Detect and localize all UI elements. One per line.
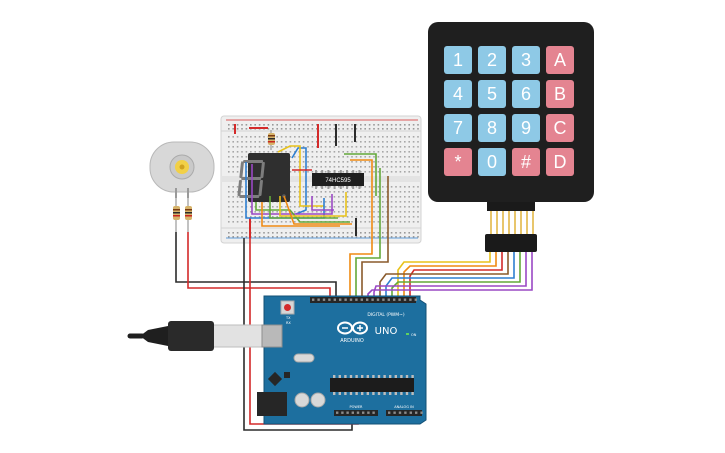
keypad-key-3[interactable]: 3 <box>512 46 540 74</box>
keypad-key-label: 1 <box>453 50 463 70</box>
keypad-key-1[interactable]: 1 <box>444 46 472 74</box>
keypad-key-5[interactable]: 5 <box>478 80 506 108</box>
keypad-key-label: 2 <box>487 50 497 70</box>
tx-label: TX <box>285 316 291 320</box>
keypad-key-label: C <box>554 118 567 138</box>
keypad-ribbon <box>490 211 534 234</box>
arduino-logo <box>337 321 368 335</box>
keypad-key-label: # <box>521 152 531 172</box>
keypad-key-A[interactable]: A <box>546 46 574 74</box>
motor-resistors[interactable] <box>173 198 192 232</box>
keypad-key-star[interactable]: * <box>444 148 472 176</box>
keypad-4x4[interactable]: 1 2 3 A 4 5 6 B 7 8 9 C * 0 # D <box>428 22 594 252</box>
keypad-key-D[interactable]: D <box>546 148 574 176</box>
keypad-key-4[interactable]: 4 <box>444 80 472 108</box>
keypad-key-hash[interactable]: # <box>512 148 540 176</box>
power-jack[interactable] <box>257 392 287 416</box>
keypad-key-8[interactable]: 8 <box>478 114 506 142</box>
keypad-key-6[interactable]: 6 <box>512 80 540 108</box>
rail-jumpers <box>234 124 357 238</box>
arduino-uno[interactable]: DIGITAL (PWM~) ARDUINO UNO ON TX RX <box>257 295 427 425</box>
analog-header <box>386 410 422 416</box>
resistor-top[interactable] <box>268 130 275 150</box>
atmega-chip <box>330 378 414 392</box>
power-label: POWER <box>350 405 364 409</box>
arduino-model: UNO <box>375 326 398 337</box>
display-digit: 8 <box>237 160 265 198</box>
keypad-key-label: 6 <box>521 84 531 104</box>
keypad-key-label: 4 <box>453 84 463 104</box>
power-header <box>334 410 378 416</box>
keypad-key-B[interactable]: B <box>546 80 574 108</box>
on-led-label: ON <box>411 333 417 337</box>
keypad-key-2[interactable]: 2 <box>478 46 506 74</box>
keypad-key-label: A <box>554 50 566 70</box>
keypad-key-label: 5 <box>487 84 497 104</box>
keypad-key-0[interactable]: 0 <box>478 148 506 176</box>
digital-label: DIGITAL (PWM~) <box>367 312 405 318</box>
keypad-key-label: B <box>554 84 566 104</box>
analog-label: ANALOG IN <box>394 405 414 409</box>
keypad-key-label: 3 <box>521 50 531 70</box>
keypad-key-label: * <box>454 152 461 172</box>
keypad-key-label: 0 <box>487 152 497 172</box>
usb-port[interactable] <box>261 324 283 348</box>
arduino-brand: ARDUINO <box>340 338 364 344</box>
display-wires <box>245 145 377 227</box>
dc-motor[interactable] <box>149 141 215 198</box>
keypad-key-label: 8 <box>487 118 497 138</box>
keypad-key-label: D <box>554 152 567 172</box>
shift-register-chip[interactable]: 74HC595 <box>312 170 364 189</box>
keypad-key-label: 9 <box>521 118 531 138</box>
keypad-connector <box>485 234 537 252</box>
keypad-key-9[interactable]: 9 <box>512 114 540 142</box>
keypad-key-label: 7 <box>453 118 463 138</box>
keypad-key-C[interactable]: C <box>546 114 574 142</box>
rx-label: RX <box>286 321 291 325</box>
chip-label: 74HC595 <box>325 178 351 184</box>
keypad-key-7[interactable]: 7 <box>444 114 472 142</box>
usb-cable <box>127 321 269 351</box>
